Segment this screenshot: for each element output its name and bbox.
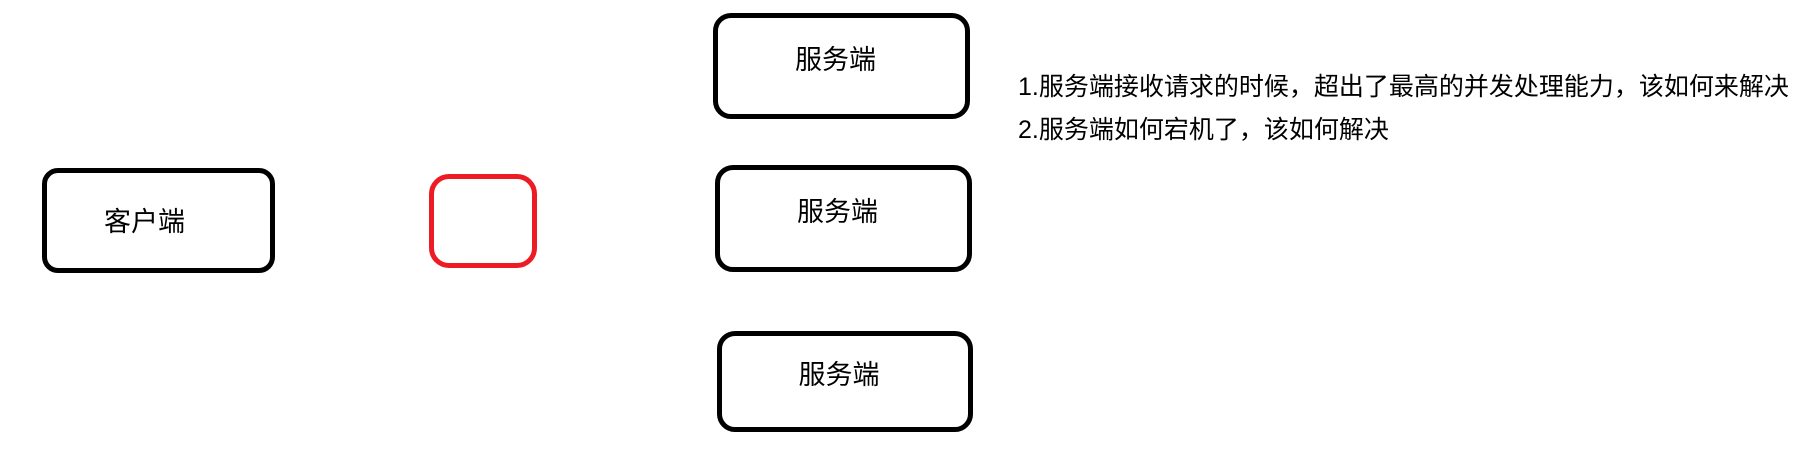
load-balancer-placeholder-box[interactable] [429,174,537,268]
server-node-label-3: 服务端 [798,360,880,390]
question-notes: 1.服务端接收请求的时候，超出了最高的并发处理能力，该如何来解决 2.服务端如何… [1018,66,1789,152]
server-node-box-2[interactable]: 服务端 [715,165,972,272]
question-note-line-2: 2.服务端如何宕机了，该如何解决 [1018,116,1389,144]
server-node-label-2: 服务端 [797,197,878,227]
question-note-line-1: 1.服务端接收请求的时候，超出了最高的并发处理能力，该如何来解决 [1018,73,1789,101]
server-node-label-1: 服务端 [795,44,876,75]
server-node-box-1[interactable]: 服务端 [713,13,970,119]
client-node-box[interactable]: 客户端 [42,168,275,273]
server-node-box-3[interactable]: 服务端 [717,331,973,432]
client-node-label: 客户端 [104,207,185,237]
